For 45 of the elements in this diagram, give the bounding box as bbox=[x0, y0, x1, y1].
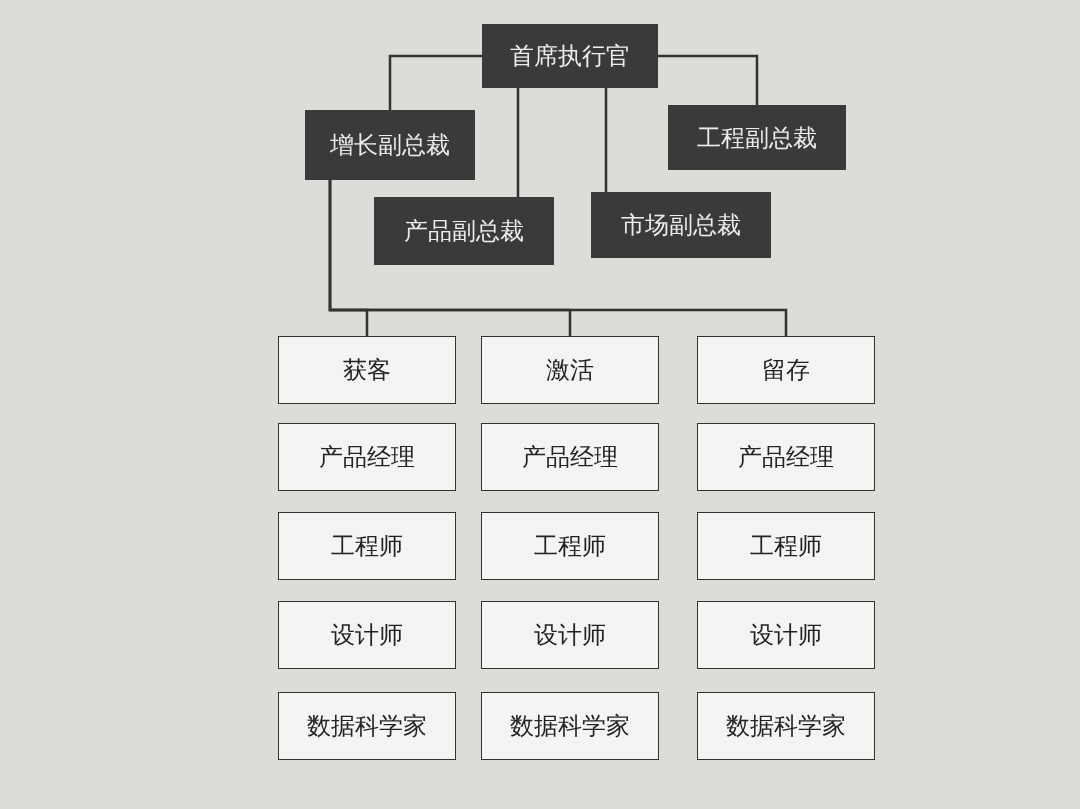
team-box bbox=[278, 423, 456, 491]
executive-box bbox=[668, 105, 846, 170]
connector-line bbox=[388, 54, 482, 110]
team-box bbox=[697, 601, 875, 669]
box-label: 产品经理 bbox=[319, 442, 415, 473]
team-box bbox=[697, 512, 875, 580]
team-box bbox=[481, 512, 659, 580]
box-label: 工程副总裁 bbox=[697, 122, 817, 154]
team-box bbox=[278, 692, 456, 760]
team-box bbox=[481, 423, 659, 491]
team-box bbox=[481, 601, 659, 669]
box-label: 工程师 bbox=[750, 531, 822, 562]
executive-box bbox=[305, 110, 475, 180]
team-box bbox=[697, 692, 875, 760]
box-label: 工程师 bbox=[534, 531, 606, 562]
box-label: 产品经理 bbox=[522, 442, 618, 473]
team-box bbox=[697, 336, 875, 404]
executive-box bbox=[482, 24, 658, 88]
box-label: 设计师 bbox=[750, 620, 822, 651]
team-box bbox=[278, 601, 456, 669]
box-label: 数据科学家 bbox=[510, 711, 630, 742]
box-label: 市场副总裁 bbox=[621, 210, 741, 241]
box-label: 增长副总裁 bbox=[330, 130, 450, 161]
connector-line bbox=[328, 180, 788, 336]
executive-box bbox=[591, 192, 771, 258]
team-box bbox=[481, 692, 659, 760]
box-label: 留存 bbox=[762, 355, 810, 386]
team-box bbox=[278, 512, 456, 580]
team-box bbox=[481, 336, 659, 404]
box-label: 激活 bbox=[546, 355, 594, 386]
box-label: 设计师 bbox=[534, 620, 606, 651]
executive-box bbox=[374, 197, 554, 265]
connector-line bbox=[516, 88, 520, 197]
box-label: 产品经理 bbox=[738, 442, 834, 473]
box-label: 工程师 bbox=[331, 531, 403, 562]
box-label: 产品副总裁 bbox=[404, 216, 524, 247]
box-label: 数据科学家 bbox=[726, 711, 846, 742]
connector-line bbox=[604, 88, 608, 192]
box-label: 设计师 bbox=[331, 620, 403, 651]
connector-line bbox=[658, 54, 759, 105]
box-label: 首席执行官 bbox=[510, 41, 630, 72]
team-box bbox=[697, 423, 875, 491]
box-label: 获客 bbox=[343, 355, 391, 386]
team-box bbox=[278, 336, 456, 404]
box-label: 数据科学家 bbox=[307, 711, 427, 742]
